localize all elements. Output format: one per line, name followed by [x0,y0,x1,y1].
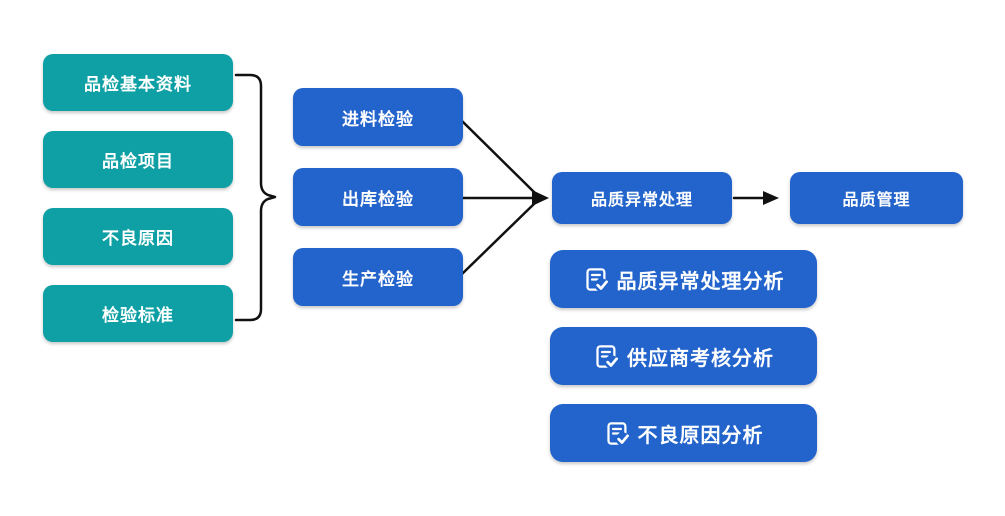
node-label: 供应商考核分析 [627,347,774,370]
node-label: 生产检验 [342,269,414,289]
node-label: 出库检验 [342,189,414,209]
document-check-icon [604,420,631,447]
node-inspection-basic-data: 品检基本资料 [43,54,233,111]
node-label: 不良原因分析 [637,424,764,447]
node-label: 品质异常处理 [590,192,693,209]
node-production-inspection: 生产检验 [293,248,463,306]
document-check-icon [593,343,620,370]
node-label: 品检项目 [102,152,174,171]
node-quality-exception-handling: 品质异常处理 [552,172,732,224]
brace-connector [234,73,277,322]
converge-arrow [460,119,538,276]
node-quality-management: 品质管理 [790,172,963,224]
node-outbound-inspection: 出库检验 [293,168,463,226]
node-label: 进料检验 [342,109,414,129]
node-defect-causes: 不良原因 [43,208,233,265]
flow-arrowhead [763,191,779,205]
node-label: 品质管理 [842,192,911,209]
node-defect-cause-analysis: 不良原因分析 [550,404,817,462]
node-label: 品检基本资料 [84,75,192,94]
node-label: 检验标准 [102,306,174,325]
document-check-icon [583,266,610,293]
node-incoming-inspection: 进料检验 [293,88,463,146]
node-inspection-standards: 检验标准 [43,285,233,342]
node-inspection-items: 品检项目 [43,131,233,188]
node-label: 不良原因 [102,229,174,248]
node-supplier-assessment-analysis: 供应商考核分析 [550,327,817,385]
node-quality-exception-analysis: 品质异常处理分析 [550,250,817,308]
converge-arrowhead [532,190,549,206]
node-label: 品质异常处理分析 [616,270,785,293]
